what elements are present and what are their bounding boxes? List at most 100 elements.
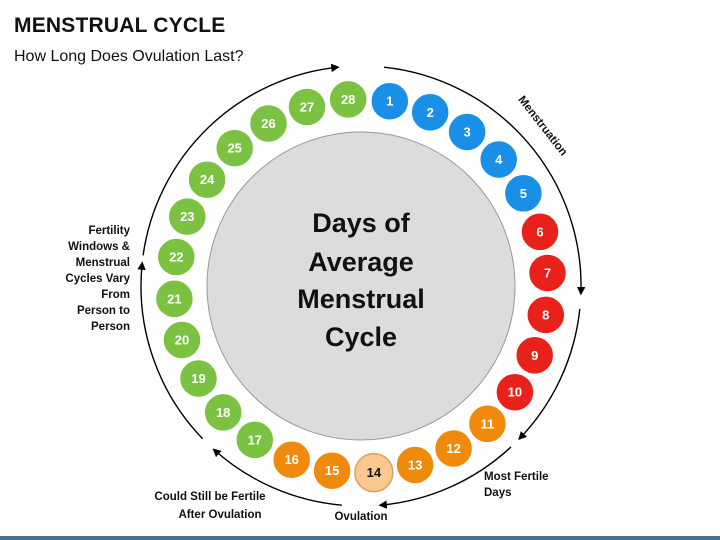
day-number: 4	[495, 152, 503, 167]
day-10: 10	[495, 372, 535, 412]
day-20: 20	[162, 320, 202, 360]
day-number: 23	[180, 209, 194, 224]
center-circle	[206, 131, 516, 441]
day-circle	[271, 439, 312, 480]
still-fertile-line: Could Still be Fertile	[154, 491, 265, 503]
still-fertile-label: Could Still be Fertile After Ovulation	[154, 491, 265, 521]
day-circle	[370, 81, 410, 121]
fertility-windows-line: Cycles Vary	[65, 273, 130, 285]
day-circle	[354, 452, 394, 493]
cycle-arrow	[142, 63, 340, 256]
day-circle	[156, 237, 197, 277]
page-title: MENSTRUAL CYCLE	[14, 14, 226, 37]
day-circle	[167, 196, 208, 237]
day-19: 19	[178, 358, 219, 399]
cycle-arrow	[378, 446, 512, 509]
day-number: 9	[531, 348, 538, 363]
day-8: 8	[526, 295, 566, 335]
day-circle	[328, 79, 368, 120]
day-22: 22	[156, 237, 197, 277]
day-number: 15	[325, 463, 339, 478]
day-24: 24	[187, 159, 227, 200]
still-fertile-line: After Ovulation	[178, 509, 261, 521]
day-circles: 1234567891011121314151617181920212223242…	[154, 79, 568, 493]
day-number: 8	[542, 307, 549, 322]
day-2: 2	[410, 92, 450, 133]
ovulation-label: Ovulation	[334, 511, 387, 523]
day-number: 20	[175, 333, 189, 348]
day-15: 15	[312, 450, 352, 491]
day-13: 13	[395, 445, 435, 485]
most-fertile-line: Days	[484, 487, 512, 499]
day-circle	[495, 372, 535, 412]
day-circle	[467, 404, 508, 444]
center-title-line: Menstrual	[297, 284, 425, 314]
day-circle	[526, 295, 566, 335]
day-number: 19	[191, 371, 205, 386]
day-21: 21	[154, 279, 195, 319]
menstruation-label: Menstruation	[515, 94, 569, 158]
day-number: 3	[463, 125, 470, 140]
day-4: 4	[478, 139, 519, 180]
center-title: Days of Average Menstrual Cycle	[297, 208, 425, 352]
day-circle	[527, 253, 568, 293]
day-number: 28	[341, 92, 355, 107]
day-9: 9	[514, 335, 555, 376]
day-23: 23	[167, 196, 208, 237]
day-number: 26	[261, 116, 275, 131]
center-title-line: Average	[308, 247, 414, 277]
day-number: 18	[216, 405, 230, 420]
fertility-windows-line: Menstrual	[76, 257, 130, 269]
day-number: 2	[427, 105, 434, 120]
day-number: 16	[284, 452, 298, 467]
center-title-line: Days of	[312, 208, 411, 238]
day-circle	[248, 103, 289, 144]
day-circle	[154, 279, 195, 319]
day-number: 12	[446, 441, 460, 456]
day-17: 17	[235, 420, 275, 460]
day-number: 27	[300, 100, 314, 115]
fertility-windows-label: Fertility Windows & Menstrual Cycles Var…	[65, 225, 130, 333]
day-circle	[162, 320, 202, 360]
day-27: 27	[287, 87, 327, 127]
day-circle	[187, 159, 227, 200]
most-fertile-label: Most Fertile Days	[484, 471, 549, 499]
day-26: 26	[248, 103, 289, 144]
day-6: 6	[520, 212, 560, 252]
cycle-arrow	[137, 261, 204, 440]
day-circle	[287, 87, 327, 127]
day-circle	[178, 358, 219, 399]
fertility-windows-line: Person to	[77, 305, 130, 317]
fertility-windows-line: Windows &	[68, 241, 130, 253]
day-number: 10	[508, 385, 522, 400]
cycle-arrow	[518, 308, 581, 441]
fertility-windows-line: Fertility	[88, 225, 130, 237]
day-circle	[203, 392, 243, 433]
day-circle	[520, 212, 560, 252]
day-circle	[447, 112, 487, 152]
day-number: 14	[367, 465, 382, 480]
day-circle	[235, 420, 275, 460]
day-18: 18	[203, 392, 243, 433]
day-7: 7	[527, 253, 568, 293]
cycle-arrow	[212, 448, 342, 506]
footer-bar	[0, 536, 720, 540]
day-number: 24	[200, 172, 215, 187]
day-circle	[433, 428, 474, 469]
day-circle	[312, 450, 352, 491]
day-1: 1	[370, 81, 410, 121]
day-5: 5	[503, 173, 544, 214]
day-number: 17	[248, 432, 262, 447]
day-number: 21	[167, 291, 181, 306]
day-number: 22	[169, 250, 183, 265]
day-circle	[503, 173, 544, 214]
day-25: 25	[214, 128, 255, 168]
fertility-windows-line: Person	[91, 321, 130, 333]
day-28: 28	[328, 79, 368, 120]
day-circle	[478, 139, 519, 180]
day-number: 1	[386, 94, 393, 109]
day-circle	[514, 335, 555, 376]
day-3: 3	[447, 112, 487, 152]
day-number: 7	[544, 266, 551, 281]
